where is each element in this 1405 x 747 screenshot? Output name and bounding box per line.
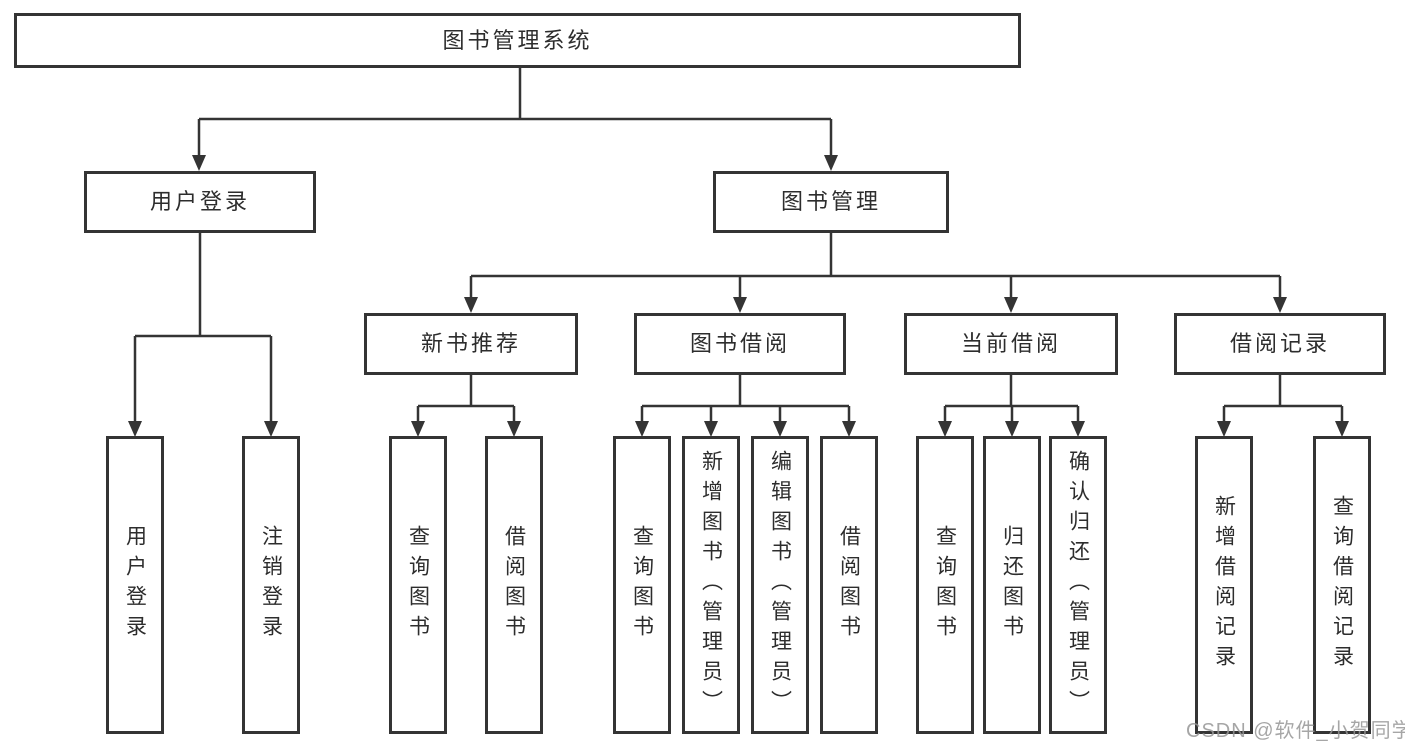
node-current-borrow: 当前借阅 [904, 313, 1118, 375]
node-new-book-recommend: 新书推荐 [364, 313, 578, 375]
arrowhead [1004, 297, 1018, 313]
leaf-return-books: 归还图书 [983, 436, 1041, 734]
leaf-query-books-2: 查询图书 [613, 436, 671, 734]
arrowhead [192, 155, 206, 171]
connector-current-borrow-children [938, 375, 1085, 437]
leaf-query-borrow-record-label: 查询借阅记录 [1330, 495, 1354, 675]
arrowhead [1217, 421, 1231, 437]
leaf-borrow-books-1-label: 借阅图书 [502, 525, 526, 645]
leaf-add-books-admin-label: 新增图书（管理员） [699, 450, 723, 720]
node-book-management: 图书管理 [713, 171, 949, 233]
leaf-borrow-books-2: 借阅图书 [820, 436, 878, 734]
leaf-edit-books-admin-label: 编辑图书（管理员） [768, 450, 792, 720]
connector-borrow-records-children [1217, 375, 1349, 437]
node-borrow-records-label: 借阅记录 [1229, 331, 1330, 356]
node-current-borrow-label: 当前借阅 [960, 331, 1061, 356]
arrowhead [842, 421, 856, 437]
connector-root-to-level2 [192, 68, 838, 171]
leaf-query-borrow-record: 查询借阅记录 [1313, 436, 1371, 734]
arrowhead [733, 297, 747, 313]
leaf-add-books-admin: 新增图书（管理员） [682, 436, 740, 734]
leaf-query-books-2-label: 查询图书 [630, 525, 654, 645]
node-root-label: 图书管理系统 [442, 27, 593, 53]
leaf-logout-label: 注销登录 [259, 525, 283, 645]
arrowhead [464, 297, 478, 313]
arrowhead [1005, 421, 1019, 437]
arrowhead [824, 155, 838, 171]
leaf-confirm-return-admin: 确认归还（管理员） [1049, 436, 1107, 734]
leaf-user-login-label: 用户登录 [123, 525, 147, 645]
node-book-management-label: 图书管理 [780, 189, 881, 214]
connector-book-borrow-children [635, 375, 856, 437]
arrowhead [635, 421, 649, 437]
node-new-book-recommend-label: 新书推荐 [420, 331, 521, 356]
arrowhead [938, 421, 952, 437]
node-root: 图书管理系统 [14, 13, 1021, 68]
leaf-confirm-return-admin-label: 确认归还（管理员） [1066, 450, 1090, 720]
arrowhead [507, 421, 521, 437]
leaf-borrow-books-1: 借阅图书 [485, 436, 543, 734]
arrowhead [1273, 297, 1287, 313]
node-book-borrow-label: 图书借阅 [689, 331, 790, 356]
leaf-query-books-1-label: 查询图书 [406, 525, 430, 645]
leaf-add-borrow-record-label: 新增借阅记录 [1212, 495, 1236, 675]
node-user-login-label: 用户登录 [149, 189, 250, 214]
leaf-query-books-3: 查询图书 [916, 436, 974, 734]
leaf-borrow-books-2-label: 借阅图书 [837, 525, 861, 645]
connector-book-mgmt-to-level3 [464, 233, 1287, 313]
leaf-user-login: 用户登录 [106, 436, 164, 734]
node-book-borrow: 图书借阅 [634, 313, 846, 375]
arrowhead [411, 421, 425, 437]
arrowhead [1335, 421, 1349, 437]
leaf-add-borrow-record: 新增借阅记录 [1195, 436, 1253, 734]
arrowhead [264, 421, 278, 437]
arrowhead [773, 421, 787, 437]
csdn-watermark: CSDN @软件_小贺同学 [1186, 720, 1405, 742]
node-user-login: 用户登录 [84, 171, 316, 233]
leaf-edit-books-admin: 编辑图书（管理员） [751, 436, 809, 734]
node-borrow-records: 借阅记录 [1174, 313, 1386, 375]
leaf-query-books-1: 查询图书 [389, 436, 447, 734]
arrowhead [1071, 421, 1085, 437]
arrowhead [128, 421, 142, 437]
connector-user-login-children [128, 233, 278, 437]
connector-new-book-children [411, 375, 521, 437]
leaf-query-books-3-label: 查询图书 [933, 525, 957, 645]
leaf-logout: 注销登录 [242, 436, 300, 734]
leaf-return-books-label: 归还图书 [1000, 525, 1024, 645]
arrowhead [704, 421, 718, 437]
